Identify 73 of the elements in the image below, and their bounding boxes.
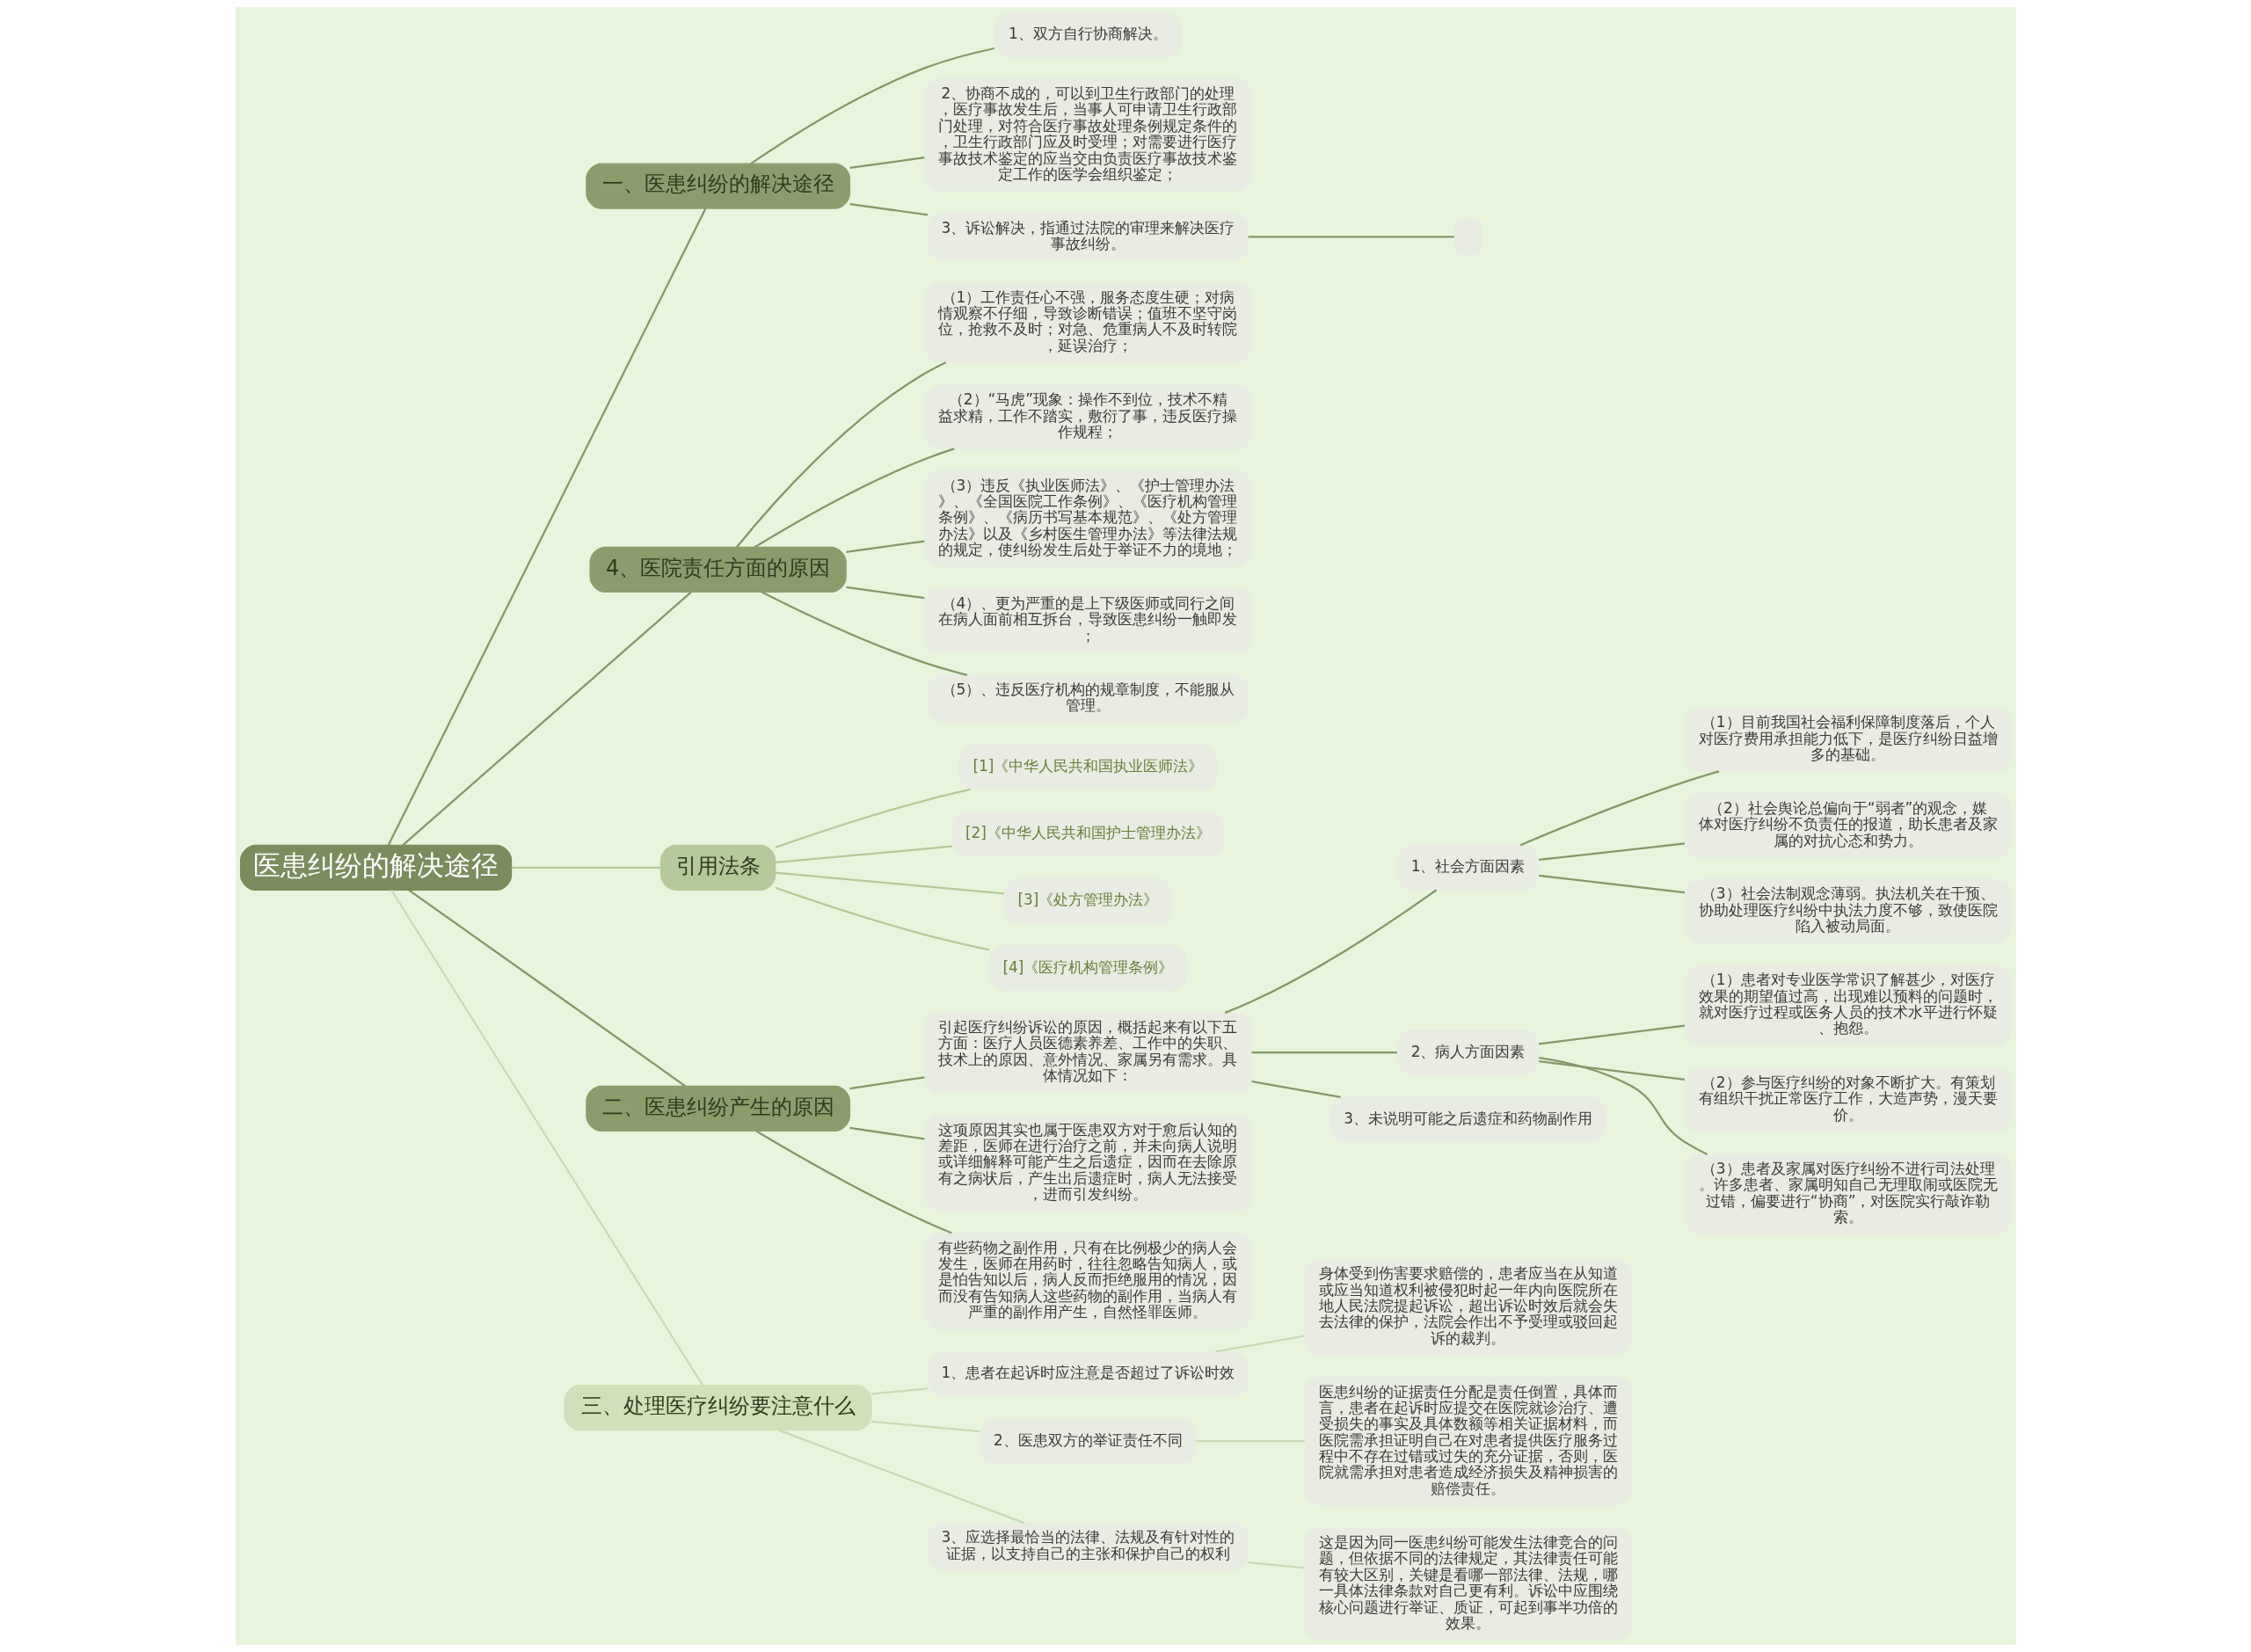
connector — [511, 866, 661, 869]
connector — [408, 889, 686, 1088]
node-box: （3）社会法制观念薄弱。执法机关在干预、协助处理医疗纠纷中执法力度不够，致使医院陷入被动局面。 — [1683, 878, 2012, 943]
connector — [390, 889, 703, 1386]
node-box: 3、应选择最恰当的法律、法规及有针对性的证据，以支持自己的主张和保护自己的权利 — [927, 1522, 1249, 1571]
connector — [735, 361, 946, 548]
connector — [845, 540, 925, 553]
connector — [849, 156, 925, 170]
connector — [775, 845, 952, 864]
node-box: [3]《处方管理办法》 — [1002, 877, 1172, 925]
connector — [754, 448, 955, 549]
connector — [849, 1076, 925, 1090]
node-box: 2、病人方面因素 — [1395, 1030, 1540, 1076]
node-box: （2）参与医疗纠纷的对象不断扩大。有策划有组织干扰正常医疗工作，大造声势，漫天要价。 — [1683, 1067, 2012, 1132]
node-box: （2）“马虎”现象：操作不到位，技术不精益求精，工作不踏实，敷衍了事，违反医疗操作规程； — [923, 384, 1252, 449]
connector — [1250, 1052, 1397, 1054]
connector — [845, 586, 925, 600]
connector — [1538, 1060, 1685, 1081]
node-box: [4]《医疗机构管理条例》 — [987, 945, 1187, 992]
node-box: 三、处理医疗纠纷要注意什么 — [564, 1384, 872, 1431]
connector — [1196, 1440, 1305, 1443]
node-box: [2]《中华人民共和国护士管理办法》 — [951, 811, 1225, 857]
connector — [871, 1420, 980, 1433]
node-box: （1）目前我国社会福利保障制度落后，个人对医疗费用承担能力低下，是医疗纠纷日益增多的基础。 — [1683, 707, 2012, 773]
node-box: 3、诉讼解决，指通过法院的审理来解决医疗事故纠纷。 — [927, 212, 1249, 261]
connector — [1248, 1561, 1304, 1569]
node-box: 这项原因其实也属于医患双方对于愈后认知的差距，医师在进行治疗之前，并未向病人说明或详细解释可能产生之后遗症，因而在去除原有之病状后，产生出后遗症时，病人无法接受，进而引发纠纷。 — [923, 1114, 1252, 1212]
node-box: 4、医院责任方面的原因 — [588, 546, 847, 593]
connector — [749, 47, 994, 165]
connector — [775, 886, 989, 951]
node-box: 引起医疗纠纷诉讼的原因，概括起来有以下五方面：医疗人员医德素养差、工作中的失职、技术上的原因、意外情况、家属另有需求。具体情况如下： — [923, 1012, 1252, 1094]
node-box: 医患纠纷的解决途径 — [239, 844, 512, 891]
node-box: 引用法条 — [659, 844, 776, 891]
connector — [849, 203, 928, 216]
connector — [755, 1130, 952, 1234]
node-box: 这是因为同一医患纠纷可能发生法律竞合的问题，但依据不同的法律规定，其法律责任可能有较大区别，关键是看哪一部法律、法规，哪一具体法律条款对自己更有利。诉讼中应围绕核心问题进行举证、质证，可起到事半功倍的效果。 — [1303, 1527, 1632, 1641]
node-box: 二、医患纠纷产生的原因 — [585, 1085, 850, 1132]
connector — [1224, 889, 1437, 1014]
node-box: （3）违反《执业医师法》、《护士管理办法》、《全国医院工作条例》、《医疗机构管理条例》、《病历书写基本规范》、《处方管理办法》以及《乡村医生管理办法》等法律法规的规定，使纠纷发生后处于举证不力的境地； — [923, 469, 1252, 568]
connector — [775, 871, 1004, 895]
node-box: 2、医患双方的举证责任不同 — [979, 1418, 1197, 1465]
node-box: （4）、更为严重的是上下级医师或同行之间在病人面前相互拆台，导致医患纠纷一触即发； — [923, 588, 1252, 653]
connector — [849, 1126, 925, 1140]
connector — [777, 1429, 1024, 1525]
connector — [1538, 842, 1685, 862]
connector — [1538, 874, 1685, 894]
node-box: （1）工作责任心不强，服务态度生硬；对病情观察不仔细，导致诊断错误；值班不坚守岗位，抢救不及时；对急、危重病人不及时转院，延误治疗； — [923, 282, 1252, 363]
node-box: 医患纠纷的证据责任分配是责任倒置，具体而言，患者在起诉时应提交在医院就诊治疗、遭受损失的事实及具体数额等相关证据材料，而医院需承担证明自己在对患者提供医疗服务过程中不存在过错或过失的充分证据，否则，医院就需承担对患者造成经济损失及精神损害的赔偿责任。 — [1303, 1376, 1632, 1506]
connector — [387, 207, 706, 846]
node-box — [1453, 218, 1482, 256]
connector — [775, 788, 971, 848]
connector — [871, 1387, 928, 1395]
connector — [761, 591, 967, 676]
node-box: （3）患者及家属对医疗纠纷不进行司法处理。许多患者、家属明知自己无理取闹或医院无过错，偏要进行“协商”，对医院实行敲诈勒索。 — [1683, 1153, 2012, 1235]
connector — [1250, 1080, 1341, 1099]
node-box: 有些药物之副作用，只有在比例极少的病人会发生，医师在用药时，往往忽略告知病人，或是怕告知以后，病人反而拒绝服用的情况，因而没有告知病人这些药物的副作用，当病人有严重的副作用产生，自然怪罪医师。 — [923, 1232, 1252, 1330]
node-box: [1]《中华人民共和国执业医师法》 — [958, 744, 1217, 790]
node-box: （5）、违反医疗机构的规章制度，不能服从管理。 — [927, 674, 1249, 724]
node-box: （1）患者对专业医学常识了解甚少，对医疗效果的期望值过高，出现难以预料的问题时，就对医疗过程或医务人员的技术水平进行怀疑、抱怨。 — [1683, 964, 2012, 1046]
connector — [401, 591, 692, 847]
node-box: （2）社会舆论总偏向于“弱者”的观念，媒体对医疗纠纷不负责任的报道，助长患者及家属的对抗心态和势力。 — [1683, 793, 2012, 858]
connector — [1519, 770, 1719, 847]
node-box: 1、双方自行协商解决。 — [994, 11, 1182, 58]
connector — [1214, 1335, 1305, 1353]
node-box: 1、社会方面因素 — [1395, 844, 1540, 891]
node-box: 3、未说明可能之后遗症和药物副作用 — [1329, 1096, 1606, 1143]
node-box: 2、协商不成的，可以到卫生行政部门的处理，医疗事故发生后，当事人可申请卫生行政部门处理，对符合医疗事故处理条例规定条件的，卫生行政部门应及时受理；对需要进行医疗事故技术鉴定的应当交由负责医疗事故技术鉴定工作的医学会组织鉴定； — [923, 78, 1252, 192]
connector — [1248, 236, 1454, 238]
node-box: 1、患者在起诉时应注意是否超过了诉讼时效 — [927, 1350, 1249, 1398]
connector — [1538, 1056, 1708, 1155]
connector — [1538, 1024, 1685, 1045]
node-box: 一、医患纠纷的解决途径 — [585, 163, 850, 209]
node-box: 身体受到伤害要求赔偿的，患者应当在从知道或应当知道权利被侵犯时起一年内向医院所在地人民法院提起诉讼，超出诉讼时效后就会失去法律的保护，法院会作出不予受理或驳回起诉的裁判。 — [1303, 1258, 1632, 1356]
